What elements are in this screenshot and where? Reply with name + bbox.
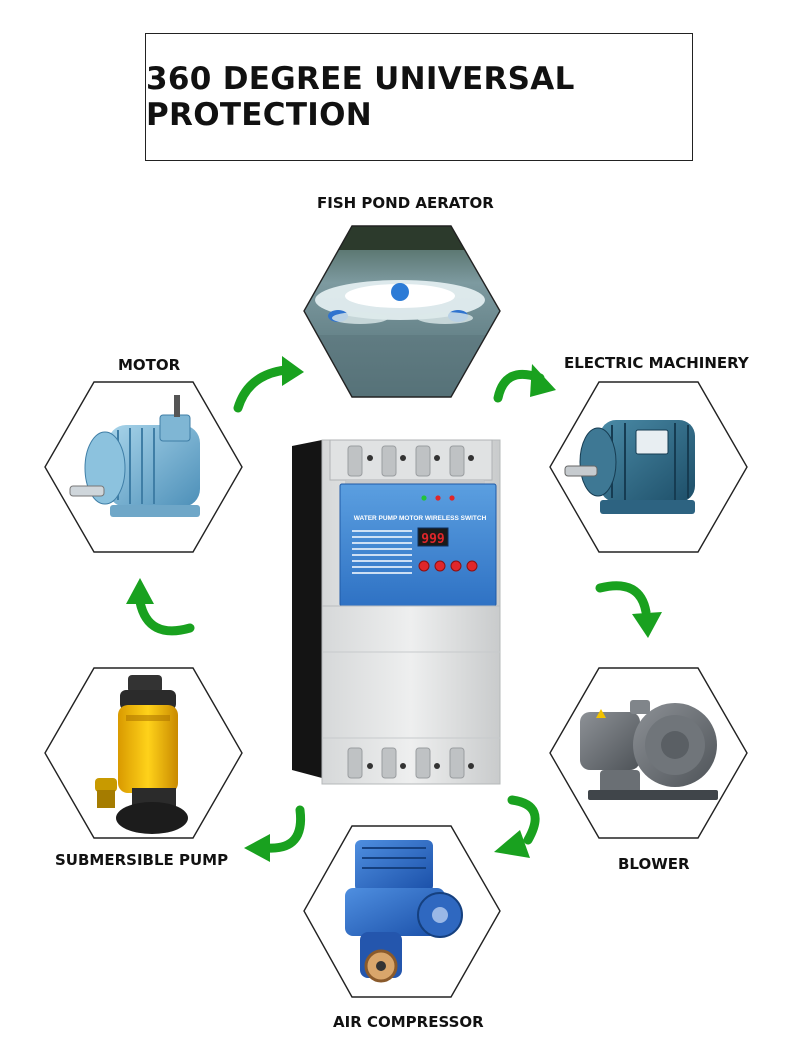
cycle-arrows [126, 356, 662, 862]
label-air-compressor: AIR COMPRESSOR [333, 1013, 484, 1031]
arrow-blower-to-compressor [494, 795, 540, 858]
electric-machinery-hexagon [549, 381, 748, 553]
label-submersible-pump: SUBMERSIBLE PUMP [55, 851, 229, 869]
title-box: 360 DEGREE UNIVERSAL PROTECTION [145, 33, 693, 161]
blower-hexagon [549, 667, 748, 839]
arrow-motor-to-aerator [233, 356, 304, 413]
display-readout: 999 [421, 532, 444, 547]
arrow-pump-to-motor [126, 578, 195, 636]
page-title: 360 DEGREE UNIVERSAL PROTECTION [146, 61, 575, 133]
label-motor: MOTOR [118, 356, 181, 374]
protection-switch-device: WATER PUMP MOTOR WIRELESS SWITCH 999 [292, 439, 501, 785]
submersible-pump-hexagon [44, 667, 243, 839]
control-buttons [418, 560, 478, 572]
label-fish-pond-aerator: FISH POND AERATOR [317, 194, 494, 212]
label-blower: BLOWER [618, 855, 690, 873]
label-electric-machinery: ELECTRIC MACHINERY [564, 354, 749, 372]
motor-hexagon [44, 381, 243, 553]
arrow-aerator-to-electric [493, 364, 556, 403]
aerator-hexagon [303, 225, 501, 398]
air-compressor-hexagon [303, 825, 501, 998]
arrow-electric-to-blower [595, 581, 662, 638]
panel-title-text: WATER PUMP MOTOR WIRELESS SWITCH [354, 515, 487, 522]
arrow-compressor-to-pump [244, 805, 306, 862]
